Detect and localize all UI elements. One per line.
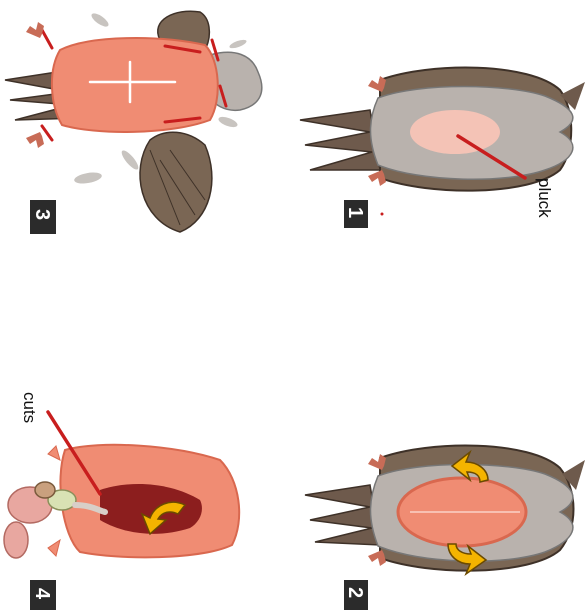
step-number-3: 3 [31, 209, 53, 220]
step-number-4: 4 [31, 588, 53, 600]
step-number-1: 1 [344, 207, 366, 218]
cuts-label: cuts [20, 392, 39, 423]
panel-4: cuts 4 [4, 392, 239, 610]
pluck-label: pluck [535, 178, 554, 218]
panel-1: pluck 1 [300, 68, 585, 228]
tail-feathers [305, 485, 380, 545]
right-wing [140, 132, 212, 232]
step-number-2: 2 [344, 587, 366, 598]
panel-2: 2 [305, 446, 585, 610]
plucked-patch [410, 110, 500, 154]
tail-feathers [300, 110, 380, 170]
panel-3: 3 [5, 11, 262, 234]
